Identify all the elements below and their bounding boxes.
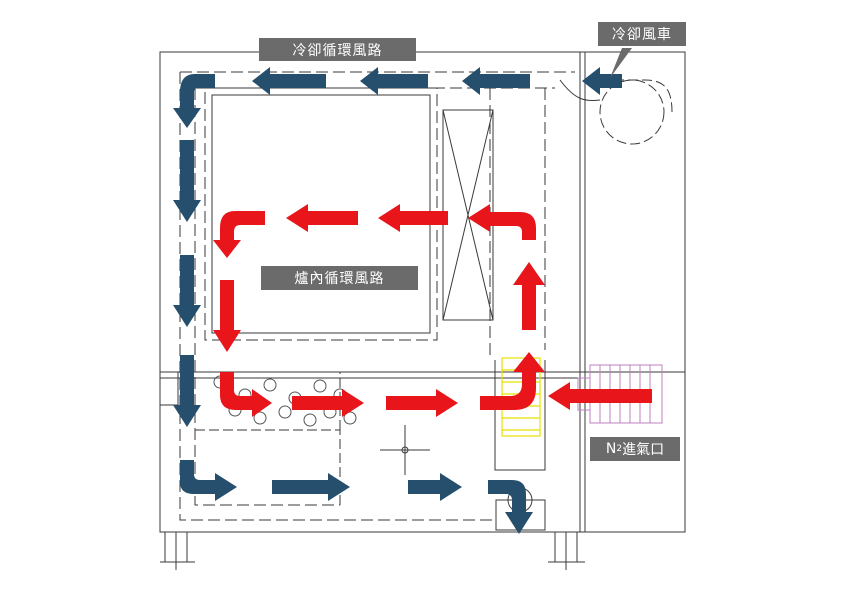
inner-arrow <box>513 262 545 330</box>
inner-arrow <box>286 204 358 232</box>
cooling-arrow <box>173 355 201 427</box>
inner-arrow <box>378 204 448 232</box>
cooling-fan-label: 冷卻風車 <box>598 22 686 46</box>
inner-arrows <box>213 204 652 417</box>
n2-inlet-arrow <box>548 382 652 410</box>
n2-label-suffix: 進氣口 <box>622 442 665 458</box>
n2-label-prefix: N <box>605 441 617 457</box>
inner-arrow-corner <box>468 204 536 240</box>
cooling-arrow <box>272 473 350 501</box>
cooling-arrow <box>360 67 428 95</box>
inner-arrow-corner <box>480 352 545 410</box>
cooling-arrow-corner <box>173 74 215 128</box>
cooling-arrow-corner <box>488 480 533 534</box>
cooling-arrow-corner <box>180 460 237 501</box>
machine-structure <box>159 51 686 570</box>
right-cabinet <box>579 51 686 533</box>
inner-arrow <box>386 389 458 417</box>
inner-arrow <box>213 280 241 352</box>
fan-label-pointer <box>610 48 632 78</box>
cooling-arrow <box>252 67 326 95</box>
machine-feet <box>160 531 585 570</box>
cooling-arrow <box>582 67 622 95</box>
cooling-arrows <box>173 67 622 534</box>
cooling-path-label: 冷卻循環風路 <box>259 38 416 61</box>
inner-arrow <box>292 389 364 417</box>
cooling-arrow <box>173 255 201 327</box>
n2-label-subscript: 2 <box>616 444 623 454</box>
cooling-arrow <box>408 473 462 501</box>
cooling-arrow <box>173 140 201 222</box>
inner-arrow-corner <box>213 211 265 258</box>
cooling-duct-outline <box>179 71 575 521</box>
cooling-fan-housing <box>559 79 673 145</box>
inner-arrow-corner <box>220 372 272 417</box>
center-crosshair <box>380 425 430 475</box>
cooling-arrow <box>462 67 530 95</box>
inner-path-label: 爐內循環風路 <box>261 266 418 290</box>
